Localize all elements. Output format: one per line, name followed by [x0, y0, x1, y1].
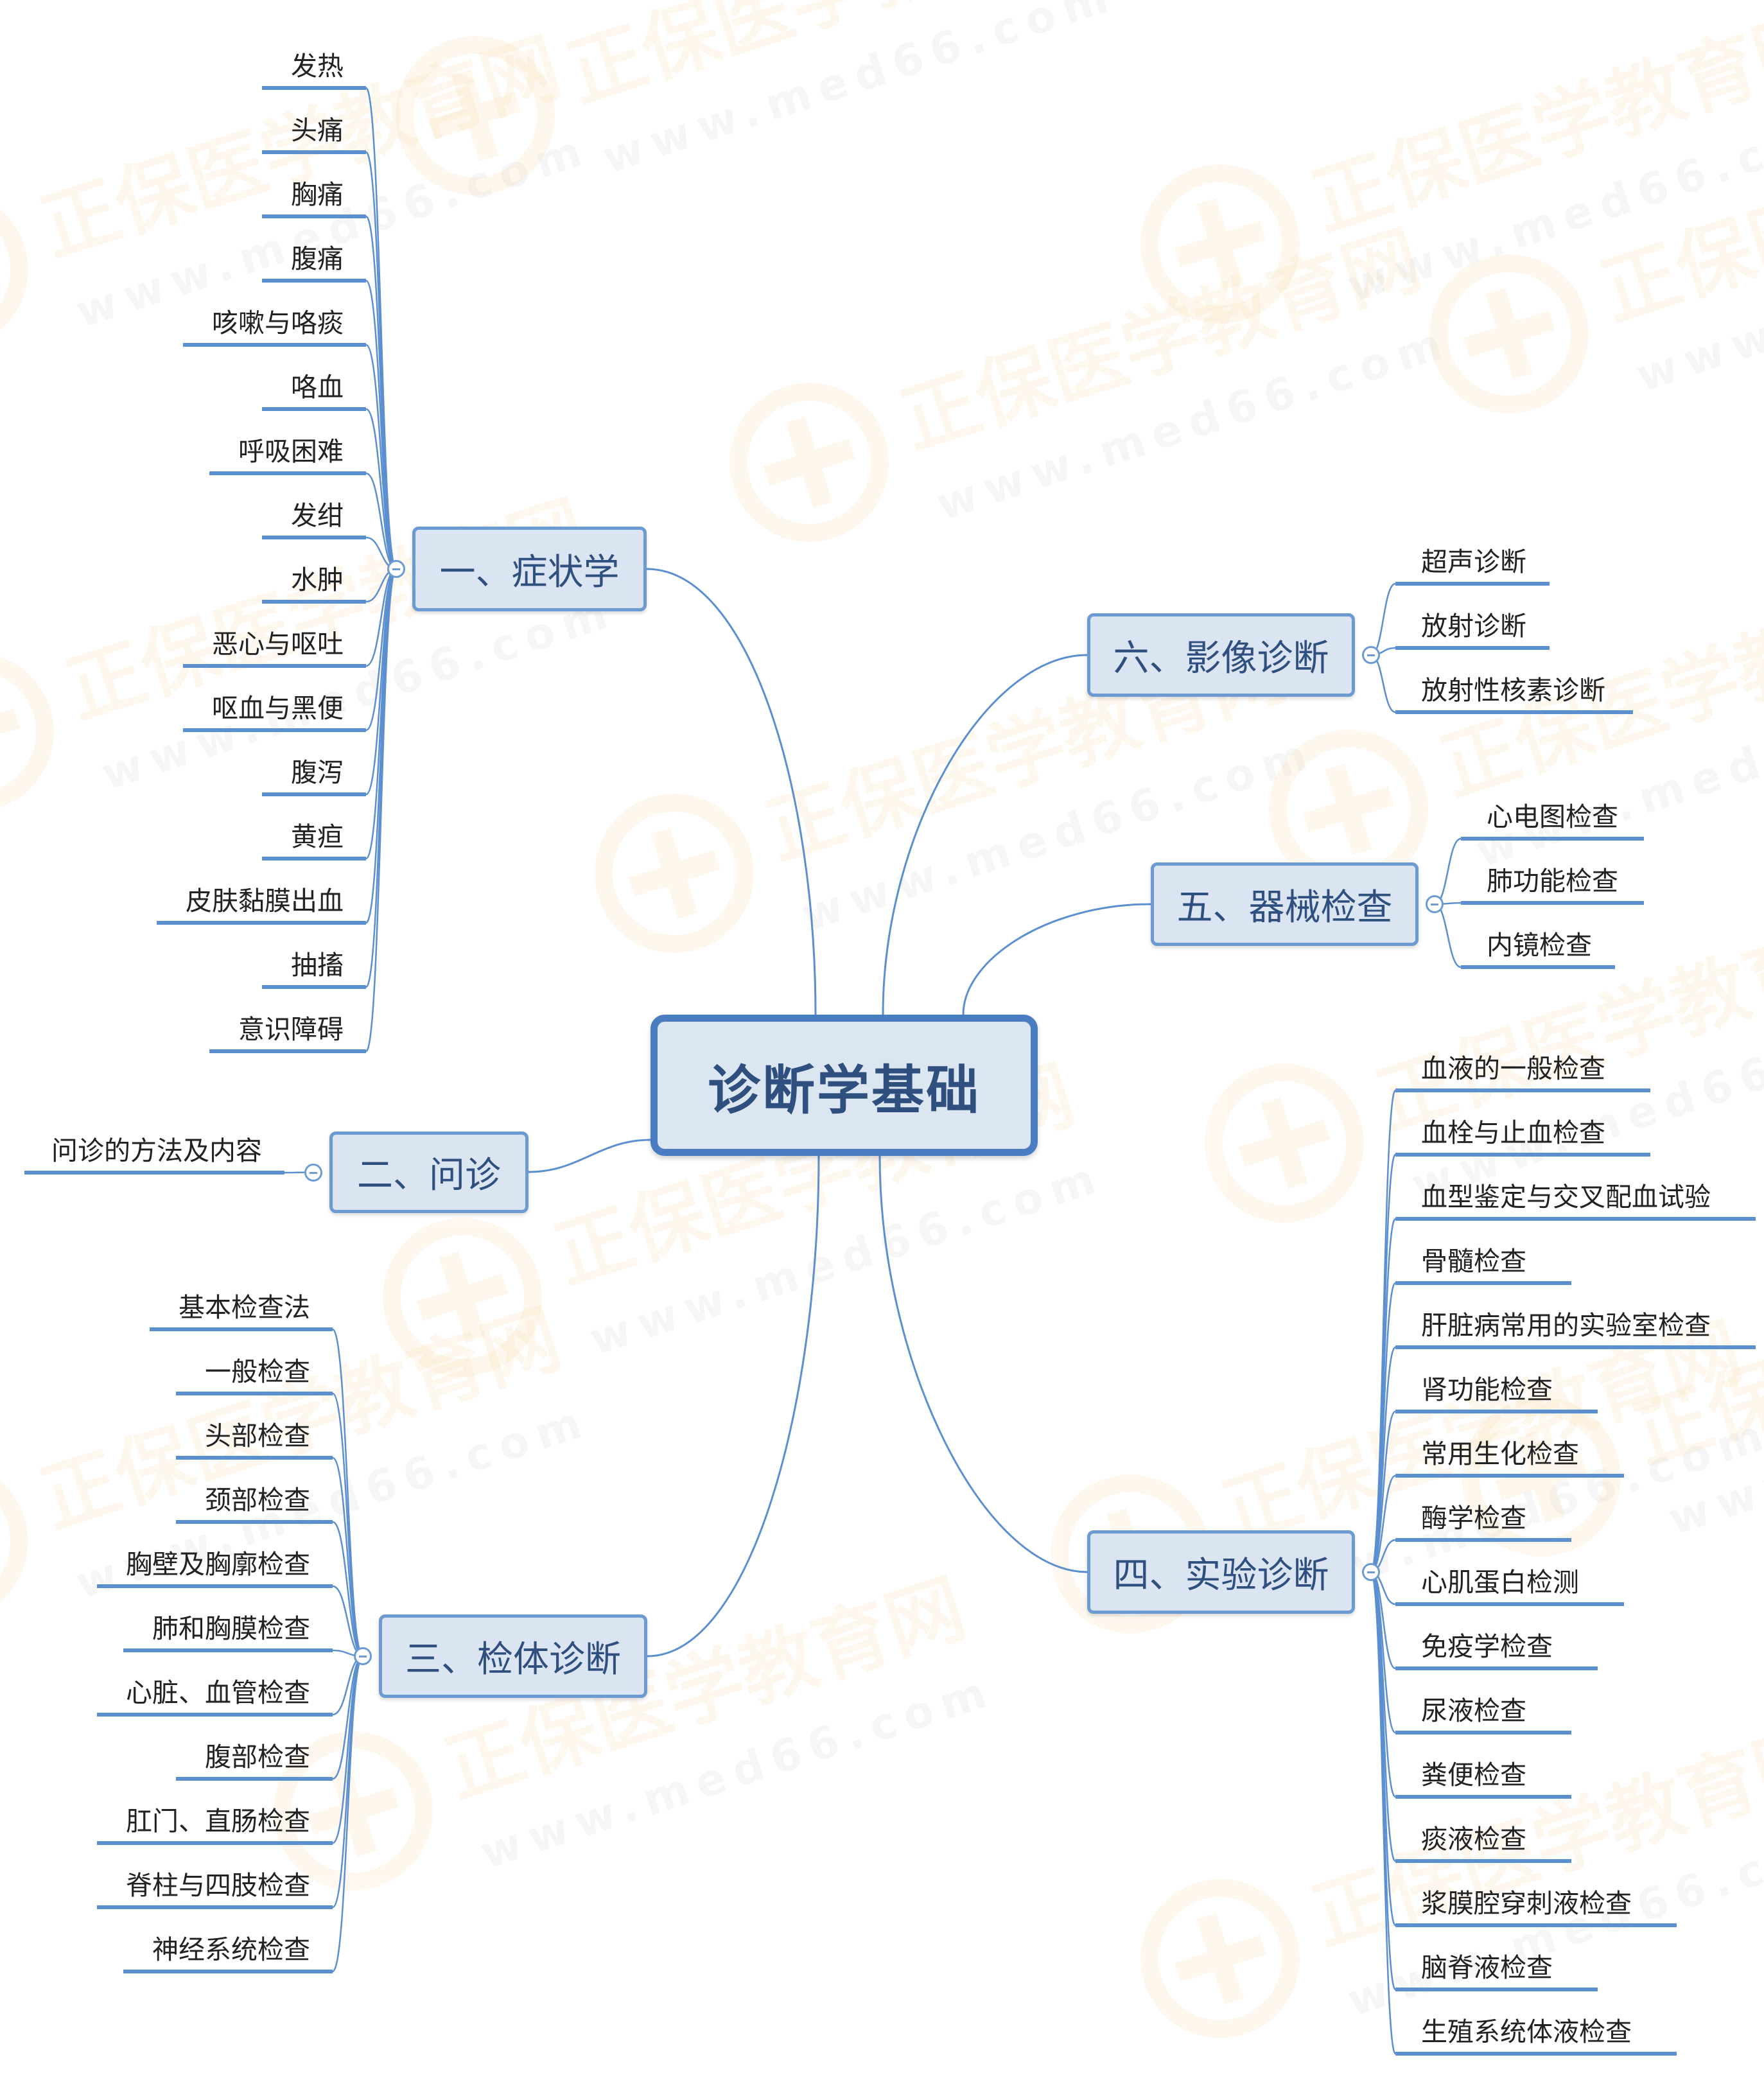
leaf-item[interactable]: 脊柱与四肢检查 [126, 1870, 310, 1901]
leaf-item[interactable]: 心脏、血管检查 [126, 1677, 310, 1708]
root-node[interactable]: 诊断学基础 [651, 1015, 1038, 1156]
connector-line [1370, 1571, 1397, 2055]
connector-line [331, 1655, 364, 1780]
connector-line [527, 1139, 652, 1173]
connector-line [1433, 903, 1462, 968]
connector-line [1370, 654, 1397, 713]
leaf-item[interactable]: 常用生化检查 [1421, 1438, 1579, 1469]
connector-line [331, 1655, 364, 1909]
leaf-item[interactable]: 放射诊断 [1421, 611, 1526, 642]
connector-line [331, 1456, 364, 1657]
leaf-item[interactable]: 内镜检查 [1487, 930, 1592, 961]
leaf-item[interactable]: 头部检查 [205, 1420, 310, 1451]
connector-line [331, 1328, 364, 1657]
collapse-toggle-b4[interactable] [1362, 1563, 1380, 1581]
leaf-item[interactable]: 腹部检查 [205, 1742, 310, 1772]
leaf-item[interactable]: 血液的一般检查 [1421, 1053, 1605, 1084]
leaf-item[interactable]: 肝脏病常用的实验室检查 [1421, 1310, 1711, 1341]
connector-line [331, 1392, 364, 1657]
branch-node-b3[interactable]: 三、检体诊断 [379, 1614, 647, 1698]
connector-line [365, 568, 397, 988]
branch-node-b5[interactable]: 五、器械检查 [1151, 862, 1419, 946]
leaf-item[interactable]: 意识障碍 [238, 1014, 344, 1045]
leaf-item[interactable]: 酶学检查 [1421, 1503, 1526, 1534]
leaf-item[interactable]: 发绀 [291, 500, 344, 531]
leaf-item[interactable]: 肺和胸膜检查 [152, 1613, 310, 1644]
connector-line [646, 1155, 820, 1657]
branch-node-b2[interactable]: 二、问诊 [329, 1132, 528, 1213]
leaf-item[interactable]: 骨髓检查 [1421, 1246, 1526, 1277]
leaf-item[interactable]: 粪便检查 [1421, 1760, 1526, 1790]
leaf-item[interactable]: 免疫学检查 [1421, 1631, 1553, 1662]
collapse-toggle-b6[interactable] [1362, 646, 1380, 664]
connector-line [1370, 1571, 1397, 1991]
leaf-item[interactable]: 超声诊断 [1421, 546, 1526, 577]
connector-line [962, 903, 1152, 1016]
leaf-item[interactable]: 头痛 [291, 115, 344, 146]
leaf-item[interactable]: 基本检查法 [179, 1292, 310, 1323]
leaf-item[interactable]: 恶心与呕吐 [212, 629, 344, 660]
connector-line [1433, 837, 1462, 905]
connector-line [1370, 582, 1397, 656]
collapse-toggle-b5[interactable] [1426, 895, 1444, 913]
leaf-item[interactable]: 浆膜腔穿刺液检查 [1421, 1888, 1632, 1919]
leaf-item[interactable]: 放射性核素诊断 [1421, 675, 1605, 706]
leaf-item[interactable]: 咯血 [291, 372, 344, 403]
leaf-item[interactable]: 黄疸 [291, 821, 344, 852]
leaf-item[interactable]: 心电图检查 [1487, 801, 1618, 832]
leaf-item[interactable]: 神经系统检查 [152, 1934, 310, 1965]
leaf-item[interactable]: 腹泻 [291, 757, 344, 788]
leaf-item[interactable]: 尿液检查 [1421, 1695, 1526, 1726]
leaf-item[interactable]: 一般检查 [205, 1356, 310, 1387]
leaf-item[interactable]: 咳嗽与咯痰 [212, 308, 344, 338]
branch-node-b1[interactable]: 一、症状学 [412, 527, 647, 611]
leaf-item[interactable]: 胸壁及胸廓检查 [126, 1549, 310, 1580]
branch-node-b4[interactable]: 四、实验诊断 [1087, 1530, 1355, 1614]
leaf-item[interactable]: 颈部检查 [205, 1485, 310, 1516]
connector-line [878, 1155, 1088, 1573]
collapse-toggle-b1[interactable] [387, 560, 405, 578]
leaf-item[interactable]: 心肌蛋白检测 [1421, 1567, 1579, 1598]
collapse-toggle-b2[interactable] [304, 1163, 322, 1182]
leaf-item[interactable]: 皮肤黏膜出血 [186, 886, 344, 916]
connector-line [365, 568, 397, 1053]
branch-node-b6[interactable]: 六、影像诊断 [1087, 613, 1355, 697]
leaf-item[interactable]: 血栓与止血检查 [1421, 1117, 1605, 1148]
collapse-toggle-b3[interactable] [354, 1647, 372, 1665]
leaf-item[interactable]: 问诊的方法及内容 [51, 1135, 262, 1166]
leaf-item[interactable]: 肾功能检查 [1421, 1374, 1553, 1405]
leaf-item[interactable]: 呼吸困难 [238, 436, 344, 467]
leaf-item[interactable]: 生殖系统体液检查 [1421, 2016, 1632, 2047]
leaf-item[interactable]: 脑脊液检查 [1421, 1952, 1553, 1983]
connector-line [645, 568, 817, 1016]
leaf-item[interactable]: 抽搐 [291, 950, 344, 981]
leaf-item[interactable]: 呕血与黑便 [212, 693, 344, 724]
leaf-item[interactable]: 腹痛 [291, 243, 344, 274]
leaf-item[interactable]: 血型鉴定与交叉配血试验 [1421, 1182, 1711, 1212]
connector-line [365, 151, 397, 570]
leaf-item[interactable]: 发热 [291, 51, 344, 82]
leaf-item[interactable]: 痰液检查 [1421, 1824, 1526, 1855]
connector-line [331, 1655, 364, 1973]
leaf-item[interactable]: 肛门、直肠检查 [126, 1806, 310, 1837]
leaf-item[interactable]: 胸痛 [291, 179, 344, 210]
connector-line [1370, 1153, 1397, 1573]
leaf-item[interactable]: 水肿 [291, 564, 344, 595]
connector-line [882, 654, 1088, 1016]
connector-line [365, 344, 397, 570]
leaf-item[interactable]: 肺功能检查 [1487, 866, 1618, 896]
